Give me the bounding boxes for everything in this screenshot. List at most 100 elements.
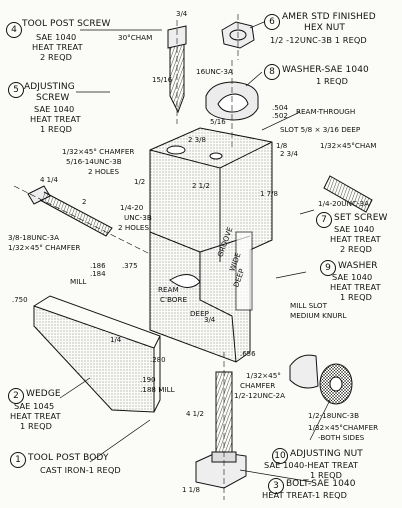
note-unc14: 5/16-14UNC-3B (66, 157, 122, 166)
part-qty-2: 1 REQD (20, 421, 53, 431)
note-cham-b: 1/32×45° (246, 371, 281, 380)
set-screw (323, 175, 373, 213)
part-name-8: WASHER-SAE 1040 (282, 65, 369, 75)
dim-1-8: 1/8 (276, 142, 288, 150)
note-unc20b: 1/4-20 (120, 203, 144, 212)
note-16unc: 16UNC-3A (196, 67, 233, 76)
note-ream-cbore: REAM (158, 285, 179, 294)
note-30-cham: 30°CHAM (118, 33, 153, 42)
note-chamfer3: CHAMFER (240, 381, 276, 390)
note-mill3: .188 MILL (140, 385, 175, 394)
part-material-7: SAE 1040 (334, 224, 375, 234)
tool-post-body (149, 127, 273, 363)
dim-1-1-8: 1 1/8 (182, 486, 200, 494)
part-qty-4: 2 REQD (40, 52, 73, 62)
dim-1-2: 1/2 (134, 178, 146, 186)
t-bolt (195, 352, 247, 500)
wedge (33, 295, 161, 413)
note-holes2b: 2 HOLES (118, 223, 150, 232)
part-number-7: 7 (316, 212, 332, 228)
part-number-3: 3 (268, 478, 284, 494)
tool-post-screw (167, 20, 187, 124)
note-chamfer2: 1/32×45° CHAMFER (8, 243, 81, 252)
part-name-5: ADJUSTING (24, 82, 75, 92)
part-name-5b: SCREW (36, 93, 70, 103)
dim-2-3-8: 2 3/8 (188, 136, 206, 144)
dim-3-4b: 3/4 (204, 316, 216, 324)
note-mill-slot: MILL SLOT (290, 301, 327, 310)
dim-186-184: .186 .184 (90, 262, 106, 278)
dim-4-1-4: 4 1/4 (40, 176, 58, 184)
part-treatment-4: HEAT TREAT (32, 42, 83, 52)
dim-1-7-8: 1 7/8 (260, 190, 278, 198)
dim-2-3-4: 2 3/4 (280, 150, 298, 158)
note-mill: MILL (70, 277, 87, 286)
adjusting-screw (13, 185, 151, 255)
note-ream-through: REAM-THROUGH (296, 107, 356, 116)
note-unc2a: 1/2-12UNC-2A (234, 391, 286, 400)
part-qty-7: 2 REQD (340, 244, 373, 254)
note-unc18: 3/8-18UNC-3A (8, 233, 60, 242)
part-name-9: WASHER (338, 261, 378, 271)
washer-and-nut (289, 354, 353, 405)
dim-15-16: 15/16 (152, 76, 173, 84)
part-number-8: 8 (264, 64, 280, 80)
part-qty-9: 1 REQD (340, 292, 373, 302)
part-material-5: SAE 1040 (34, 104, 75, 114)
note-unc3b: UNC-3B (124, 213, 152, 222)
part-material-2: SAE 1045 (14, 401, 55, 411)
part-name-3: BOLT-SAE 1040 (286, 479, 356, 489)
part-name-1: TOOL POST BODY (28, 453, 109, 463)
part-treatment-9: HEAT TREAT (330, 282, 381, 292)
part-material-1: CAST IRON-1 REQD (40, 465, 121, 475)
note-cbore: C'BORE (160, 295, 187, 304)
dim-4-1-2: 4 1/2 (186, 410, 204, 418)
part-number-2: 2 (8, 388, 24, 404)
part-name-4: TOOL POST SCREW (22, 19, 111, 29)
note-deep2: DEEP (190, 309, 209, 318)
note-unc18b: 1/2-18UNC-3B (308, 411, 360, 420)
c-washer (205, 60, 259, 150)
note-unc20: 1/4-20UNC-3A (318, 199, 370, 208)
note-slot: SLOT 5/8 × 3/16 DEEP (280, 125, 361, 134)
note-cham45: 1/32×45°CHAM (320, 141, 377, 150)
part-qty-10: 1 REQD (310, 470, 343, 480)
part-spec-6: 1/2 -12UNC-3B 1 REQD (270, 35, 367, 45)
note-ream-dims: .504 .502 (272, 103, 289, 121)
dim-656: .656 (240, 350, 256, 358)
dim-750: .750 (12, 296, 28, 304)
part-number-9: 9 (320, 260, 336, 276)
part-name-7: SET SCREW (334, 213, 388, 223)
dim-375: .375 (122, 262, 138, 270)
dim-1-4: 1/4 (110, 336, 122, 344)
part-material-10: SAE 1040-HEAT TREAT (264, 460, 359, 470)
note-chamfer: 1/32×45° CHAMFER (62, 147, 135, 156)
part-treatment-7: HEAT TREAT (330, 234, 381, 244)
part-treatment-2: HEAT TREAT (10, 411, 61, 421)
note-holes2: 2 HOLES (88, 167, 120, 176)
dim-5-16: 5/16 (210, 118, 226, 126)
note-knurl: MEDIUM KNURL (290, 311, 347, 320)
dim-2-1-2: 2 1/2 (192, 182, 210, 190)
part-material-4: SAE 1040 (36, 32, 77, 42)
dim-280: .280 (150, 356, 166, 364)
part-number-6: 6 (264, 14, 280, 30)
dim-190: .190 (140, 376, 156, 384)
part-name-6b: HEX NUT (304, 23, 345, 33)
part-name-10: ADJUSTING NUT (290, 449, 363, 459)
part-qty-5: 1 REQD (40, 124, 73, 134)
dim-2: 2 (82, 198, 87, 206)
part-qty-8: 1 REQD (316, 76, 349, 86)
note-both-sides: -BOTH SIDES (318, 433, 365, 442)
part-material-9: SAE 1040 (332, 272, 373, 282)
part-treatment-5: HEAT TREAT (30, 114, 81, 124)
part-treatment-3: HEAT TREAT-1 REQD (262, 490, 348, 500)
part-number-4: 4 (6, 22, 22, 38)
part-name-6: AMER STD FINISHED (282, 12, 376, 22)
hex-nut (221, 14, 255, 60)
part-number-5: 5 (8, 82, 24, 98)
part-number-1: 1 (10, 452, 26, 468)
part-name-2: WEDGE (26, 389, 61, 399)
